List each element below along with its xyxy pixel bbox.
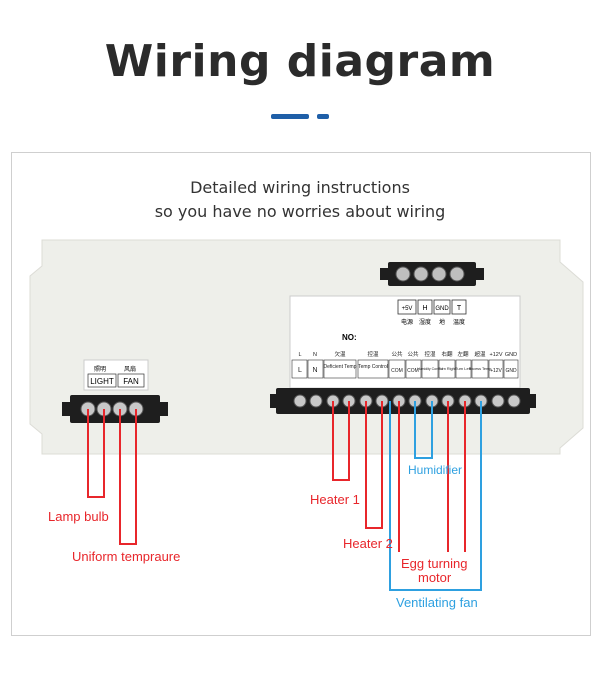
svg-text:Turn Left: Turn Left <box>455 366 472 371</box>
svg-text:COM: COM <box>407 368 419 374</box>
label-uniform-temperature: Uniform tempraure <box>72 549 180 564</box>
title-underline-short <box>317 114 329 119</box>
screw-icon <box>309 394 323 408</box>
screw-icon <box>413 266 429 282</box>
label-motor: motor <box>418 570 452 585</box>
svg-text:欠温: 欠温 <box>334 350 346 358</box>
svg-text:超温: 超温 <box>474 350 486 358</box>
svg-text:控温: 控温 <box>367 350 379 358</box>
sensor-label-gnd: GND <box>435 306 449 312</box>
label-humidifier: Humidifier <box>408 463 462 477</box>
svg-text:公共: 公共 <box>407 350 419 358</box>
screw-icon <box>431 266 447 282</box>
sensor-terminal-block <box>380 262 484 286</box>
sensor-cn-2: 地 <box>439 318 445 326</box>
label-heater-2: Heater 2 <box>343 536 393 551</box>
subtitle-line-1: Detailed wiring instructions <box>190 178 410 197</box>
svg-text:Temp Control: Temp Control <box>358 364 388 370</box>
svg-text:控湿: 控湿 <box>424 350 436 358</box>
screw-icon <box>293 394 307 408</box>
svg-text:Humidity Control: Humidity Control <box>417 367 443 371</box>
sensor-label-h: H <box>422 305 427 312</box>
sensor-label-row: +5V H GND T 电源 湿度 地 温度 <box>397 299 467 326</box>
svg-text:风扇: 风扇 <box>124 365 136 373</box>
svg-text:LIGHT: LIGHT <box>90 377 114 386</box>
sensor-label-5v: +5V <box>402 306 413 312</box>
light-fan-label: 照明 风扇 LIGHT FAN <box>83 359 149 391</box>
sensor-cn-1: 湿度 <box>419 318 431 326</box>
svg-text:GND: GND <box>505 368 517 374</box>
svg-text:+12V: +12V <box>490 352 503 358</box>
title-underline-long <box>271 114 309 119</box>
page-title: Wiring diagram <box>104 36 496 87</box>
svg-text:N: N <box>313 352 317 358</box>
label-lamp-bulb: Lamp bulb <box>48 509 109 524</box>
svg-text:公共: 公共 <box>391 350 403 358</box>
output-label-row: L N 欠温 控温 公共 公共 控湿 右翻 左翻 超温 +12V GND L N… <box>291 350 519 379</box>
sensor-label-t: T <box>457 305 462 312</box>
label-heater-1: Heater 1 <box>310 492 360 507</box>
wires-vent-fan <box>389 401 482 591</box>
light-fan-terminal-block <box>62 395 168 423</box>
svg-text:FAN: FAN <box>123 377 139 386</box>
svg-text:L: L <box>298 367 302 374</box>
svg-text:N: N <box>312 367 317 374</box>
screw-icon <box>449 266 465 282</box>
svg-text:Excess Temp: Excess Temp <box>469 367 492 371</box>
screw-icon <box>507 394 521 408</box>
output-terminal-block <box>270 388 536 414</box>
wires-heaters <box>332 401 383 529</box>
svg-text:Turn Right: Turn Right <box>438 367 457 371</box>
svg-text:+12V: +12V <box>490 368 502 374</box>
svg-text:Deficient Temp: Deficient Temp <box>324 364 357 370</box>
wires-left <box>87 409 137 545</box>
svg-text:照明: 照明 <box>94 366 106 373</box>
screw-icon <box>395 266 411 282</box>
svg-text:右翻: 右翻 <box>441 350 453 358</box>
sensor-cn-0: 电源 <box>401 318 413 326</box>
subtitle-line-2: so you have no worries about wiring <box>154 202 446 221</box>
screw-icon <box>491 394 505 408</box>
wires-egg-motor <box>398 401 466 552</box>
sensor-cn-3: 温度 <box>453 318 465 326</box>
svg-text:L: L <box>298 352 301 358</box>
svg-text:COM: COM <box>391 368 403 374</box>
no-label: NO: <box>342 333 357 342</box>
label-ventilating-fan: Ventilating fan <box>396 595 478 610</box>
svg-text:GND: GND <box>505 352 517 358</box>
svg-text:左翻: 左翻 <box>457 350 469 358</box>
label-egg-turning: Egg turning <box>401 556 468 571</box>
wires-humidifier <box>414 401 433 459</box>
